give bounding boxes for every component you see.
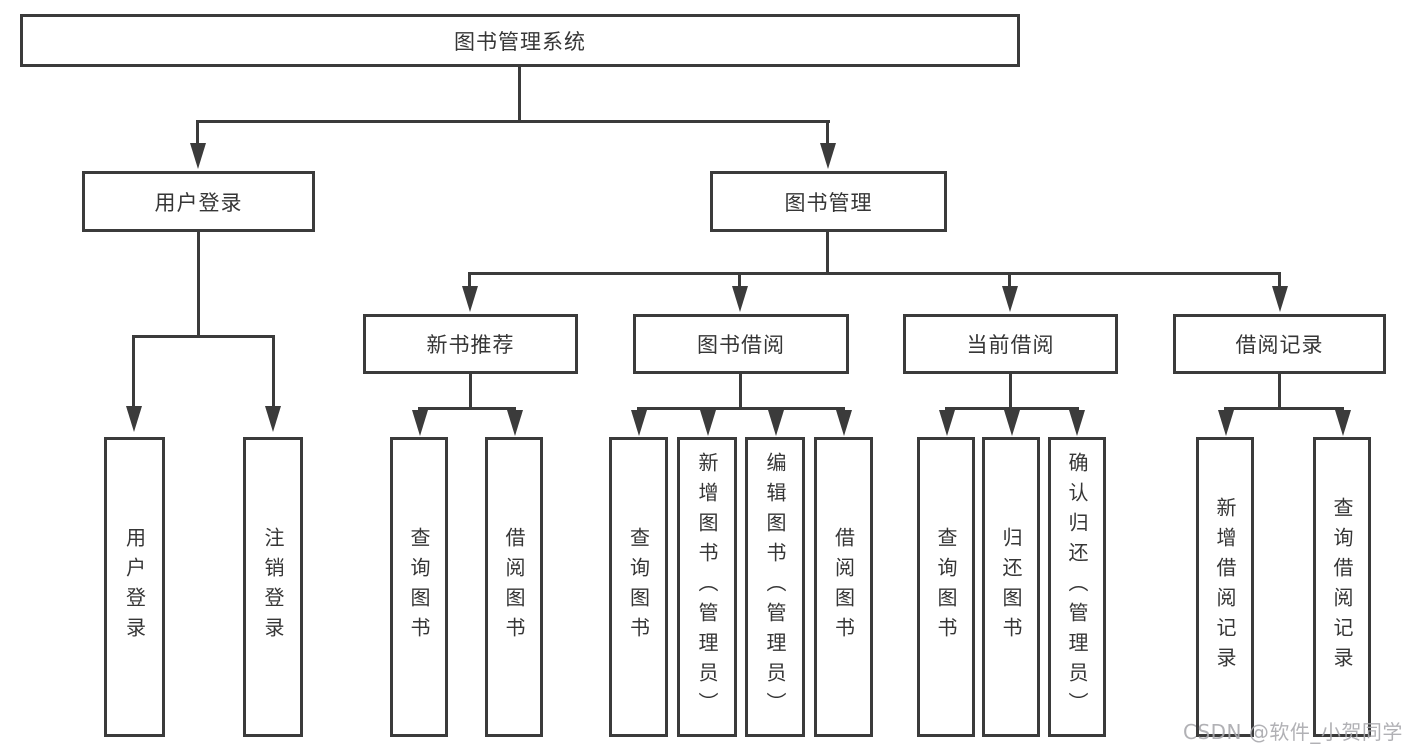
leaf-label: 查询借阅记录 <box>1330 497 1354 677</box>
node-new-book-recommend: 新书推荐 <box>363 314 578 374</box>
node-label: 图书管理 <box>784 190 873 215</box>
arrowhead-down-icon <box>768 410 784 436</box>
node-label: 新书推荐 <box>426 333 515 357</box>
connector-vline <box>826 120 829 145</box>
node-label: 用户登录 <box>154 190 243 215</box>
leaf-add-book-admin: 新增图书（管理员） <box>677 437 737 737</box>
node-label: 图书借阅 <box>697 333 785 357</box>
connector-vline <box>1278 374 1281 410</box>
arrowhead-down-icon <box>190 143 206 169</box>
connector-vline <box>826 232 829 275</box>
arrowhead-down-icon <box>507 410 523 436</box>
node-current-borrow: 当前借阅 <box>903 314 1118 374</box>
arrowhead-down-icon <box>1004 410 1020 436</box>
node-borrow-records: 借阅记录 <box>1173 314 1386 374</box>
arrowhead-down-icon <box>462 286 478 312</box>
watermark: CSDN @软件_小贺同学 <box>1183 720 1403 744</box>
leaf-label: 查询图书 <box>934 527 958 647</box>
connector-vline <box>272 335 275 408</box>
node-book-borrow: 图书借阅 <box>633 314 849 374</box>
arrowhead-down-icon <box>1069 410 1085 436</box>
arrowhead-down-icon <box>836 410 852 436</box>
connector-vline <box>197 232 200 338</box>
node-label: 当前借阅 <box>966 333 1055 357</box>
arrowhead-down-icon <box>1002 286 1018 312</box>
arrowhead-down-icon <box>1272 286 1288 312</box>
connector-vline <box>469 374 472 410</box>
leaf-borrow-books-borrow: 借阅图书 <box>814 437 873 737</box>
arrowhead-down-icon <box>1218 410 1234 436</box>
node-book-management: 图书管理 <box>710 171 947 232</box>
node-user-login: 用户登录 <box>82 171 315 232</box>
connector-hline <box>1224 407 1344 410</box>
leaf-label: 借阅图书 <box>831 527 856 647</box>
arrowhead-down-icon <box>631 410 647 436</box>
leaf-label: 新增图书（管理员） <box>695 452 719 722</box>
leaf-query-books-borrow: 查询图书 <box>609 437 668 737</box>
connector-vline <box>1009 374 1012 410</box>
connector-hline <box>132 335 275 338</box>
leaf-label: 新增借阅记录 <box>1213 497 1237 677</box>
arrowhead-down-icon <box>820 143 836 169</box>
connector-hline <box>468 272 1281 275</box>
arrowhead-down-icon <box>732 286 748 312</box>
leaf-add-borrow-record: 新增借阅记录 <box>1196 437 1254 737</box>
leaf-edit-book-admin: 编辑图书（管理员） <box>745 437 805 737</box>
leaf-user-login: 用户登录 <box>104 437 165 737</box>
arrowhead-down-icon <box>939 410 955 436</box>
connector-vline <box>1278 272 1281 287</box>
leaf-return-book: 归还图书 <box>982 437 1040 737</box>
node-label: 借阅记录 <box>1235 333 1324 357</box>
leaf-query-borrow-record: 查询借阅记录 <box>1313 437 1371 737</box>
leaf-query-books-current: 查询图书 <box>917 437 975 737</box>
arrowhead-down-icon <box>412 410 428 436</box>
arrowhead-down-icon <box>700 410 716 436</box>
connector-vline <box>738 272 741 287</box>
leaf-label: 确认归还（管理员） <box>1065 452 1089 722</box>
connector-vline <box>739 374 742 410</box>
leaf-label: 注销登录 <box>261 527 285 647</box>
leaf-query-books-recommend: 查询图书 <box>390 437 448 737</box>
connector-vline <box>196 120 199 145</box>
leaf-label: 查询图书 <box>626 527 651 647</box>
connector-hline <box>637 407 845 410</box>
connector-vline <box>518 67 521 123</box>
leaf-label: 归还图书 <box>999 527 1023 647</box>
leaf-logout: 注销登录 <box>243 437 303 737</box>
leaf-confirm-return-admin: 确认归还（管理员） <box>1048 437 1106 737</box>
leaf-label: 借阅图书 <box>502 527 526 647</box>
node-root-label: 图书管理系统 <box>454 29 586 54</box>
connector-hline <box>196 120 830 123</box>
connector-vline <box>468 272 471 287</box>
arrowhead-down-icon <box>1335 410 1351 436</box>
leaf-label: 编辑图书（管理员） <box>763 452 787 722</box>
node-root: 图书管理系统 <box>20 14 1020 67</box>
connector-hline <box>418 407 516 410</box>
arrowhead-down-icon <box>265 406 281 432</box>
leaf-label: 查询图书 <box>407 527 431 647</box>
leaf-borrow-books-recommend: 借阅图书 <box>485 437 543 737</box>
leaf-label: 用户登录 <box>122 527 147 647</box>
connector-vline <box>132 335 135 408</box>
connector-vline <box>1008 272 1011 287</box>
arrowhead-down-icon <box>126 406 142 432</box>
